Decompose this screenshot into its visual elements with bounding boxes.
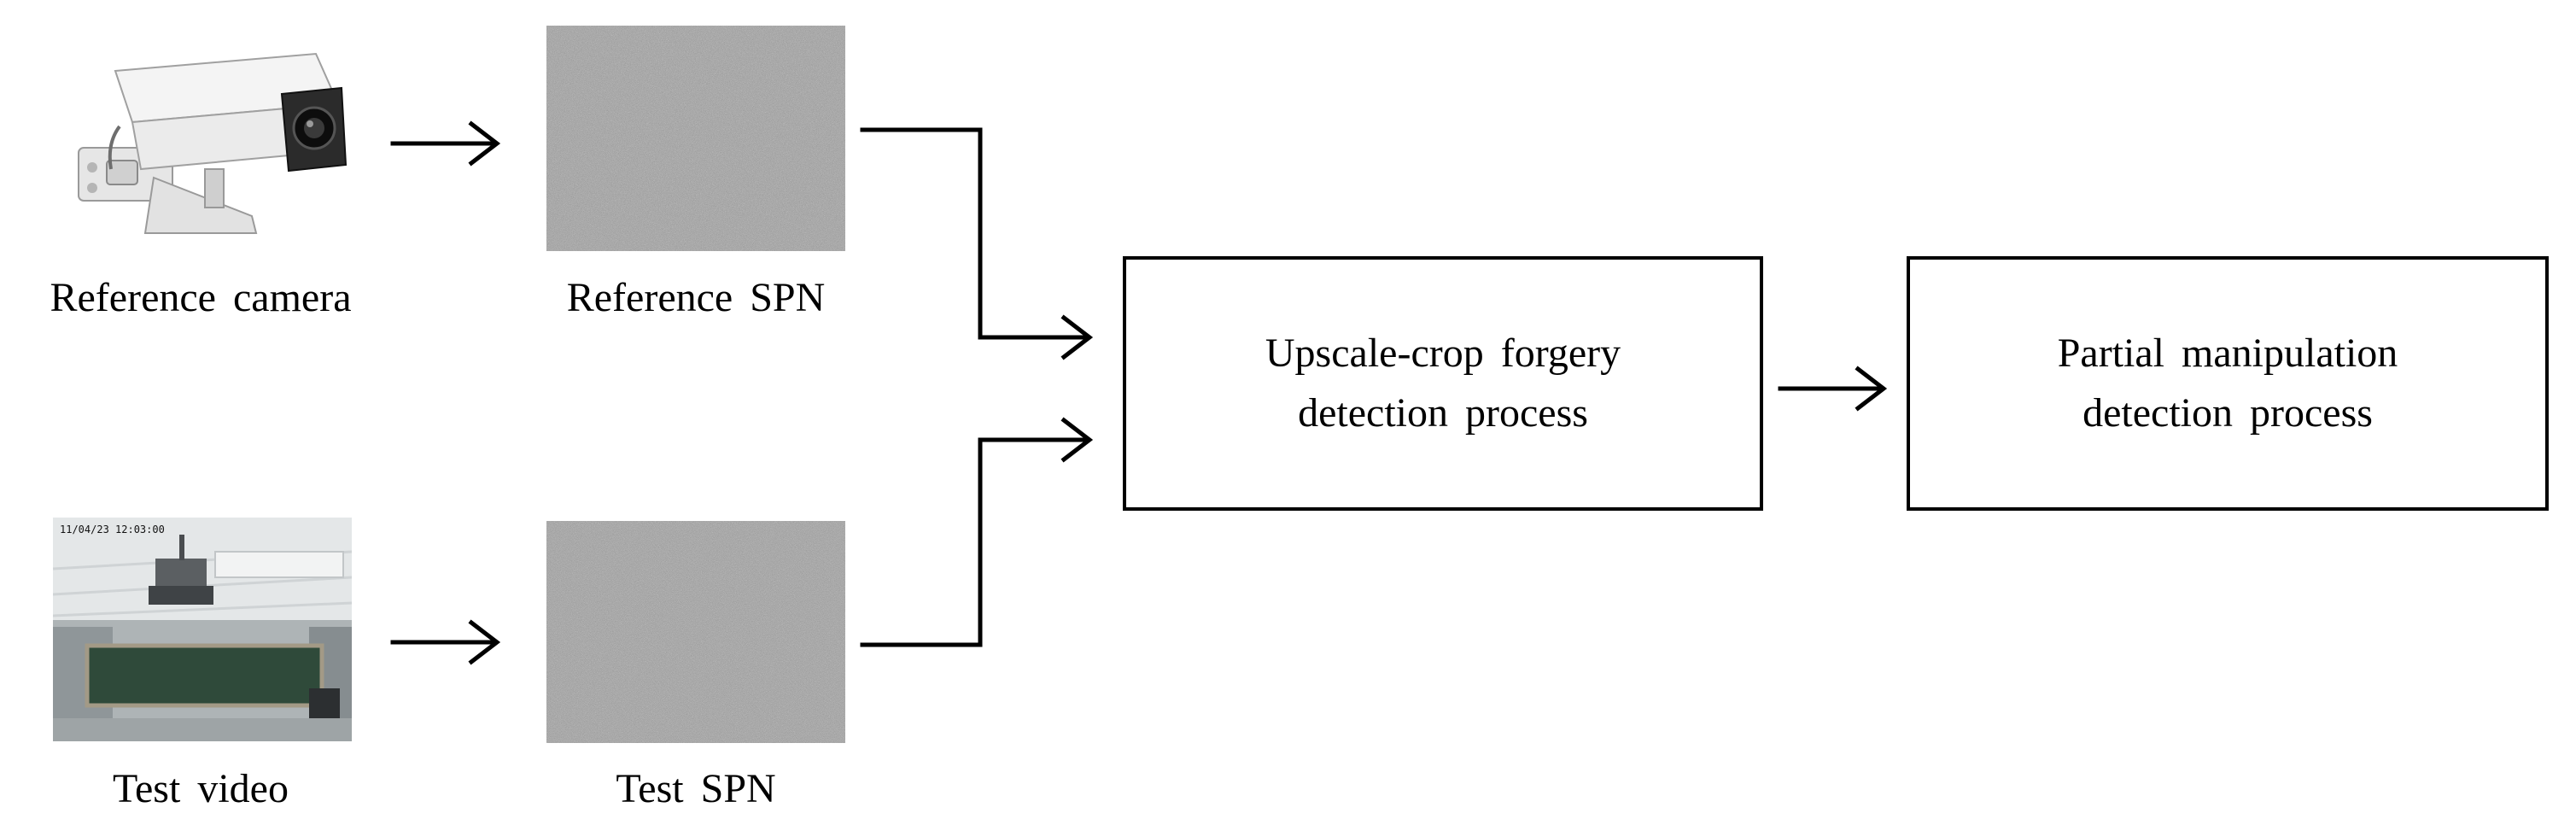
upscale-crop-line2: detection process bbox=[1298, 390, 1588, 436]
reference-camera-label: Reference camera bbox=[50, 275, 352, 320]
classroom-video-frame: 11/04/23 12:03:00 bbox=[53, 518, 352, 741]
upscale-crop-line1: Upscale-crop forgery bbox=[1265, 331, 1621, 377]
partial-manipulation-line2: detection process bbox=[2082, 390, 2373, 436]
test-spn-noise bbox=[546, 521, 845, 743]
arrow-upscale-to-partial-manipulation bbox=[1778, 366, 1888, 412]
test-video-label: Test video bbox=[113, 766, 289, 811]
upscale-crop-detection-box: Upscale-crop forgery detection process bbox=[1123, 256, 1763, 511]
video-timestamp: 11/04/23 12:03:00 bbox=[60, 524, 165, 535]
security-camera-icon bbox=[78, 52, 348, 234]
reference-spn-label: Reference SPN bbox=[566, 275, 826, 320]
arrow-camera-to-reference-spn bbox=[390, 120, 501, 167]
arrow-video-to-test-spn bbox=[390, 619, 501, 665]
reference-spn-noise bbox=[546, 26, 845, 251]
partial-manipulation-detection-box: Partial manipulation detection process bbox=[1907, 256, 2549, 511]
partial-manipulation-line1: Partial manipulation bbox=[2057, 331, 2398, 377]
test-spn-label: Test SPN bbox=[616, 766, 776, 811]
arrow-test-spn-to-upscale-box bbox=[860, 417, 1094, 647]
arrow-reference-spn-to-upscale-box bbox=[860, 127, 1094, 360]
